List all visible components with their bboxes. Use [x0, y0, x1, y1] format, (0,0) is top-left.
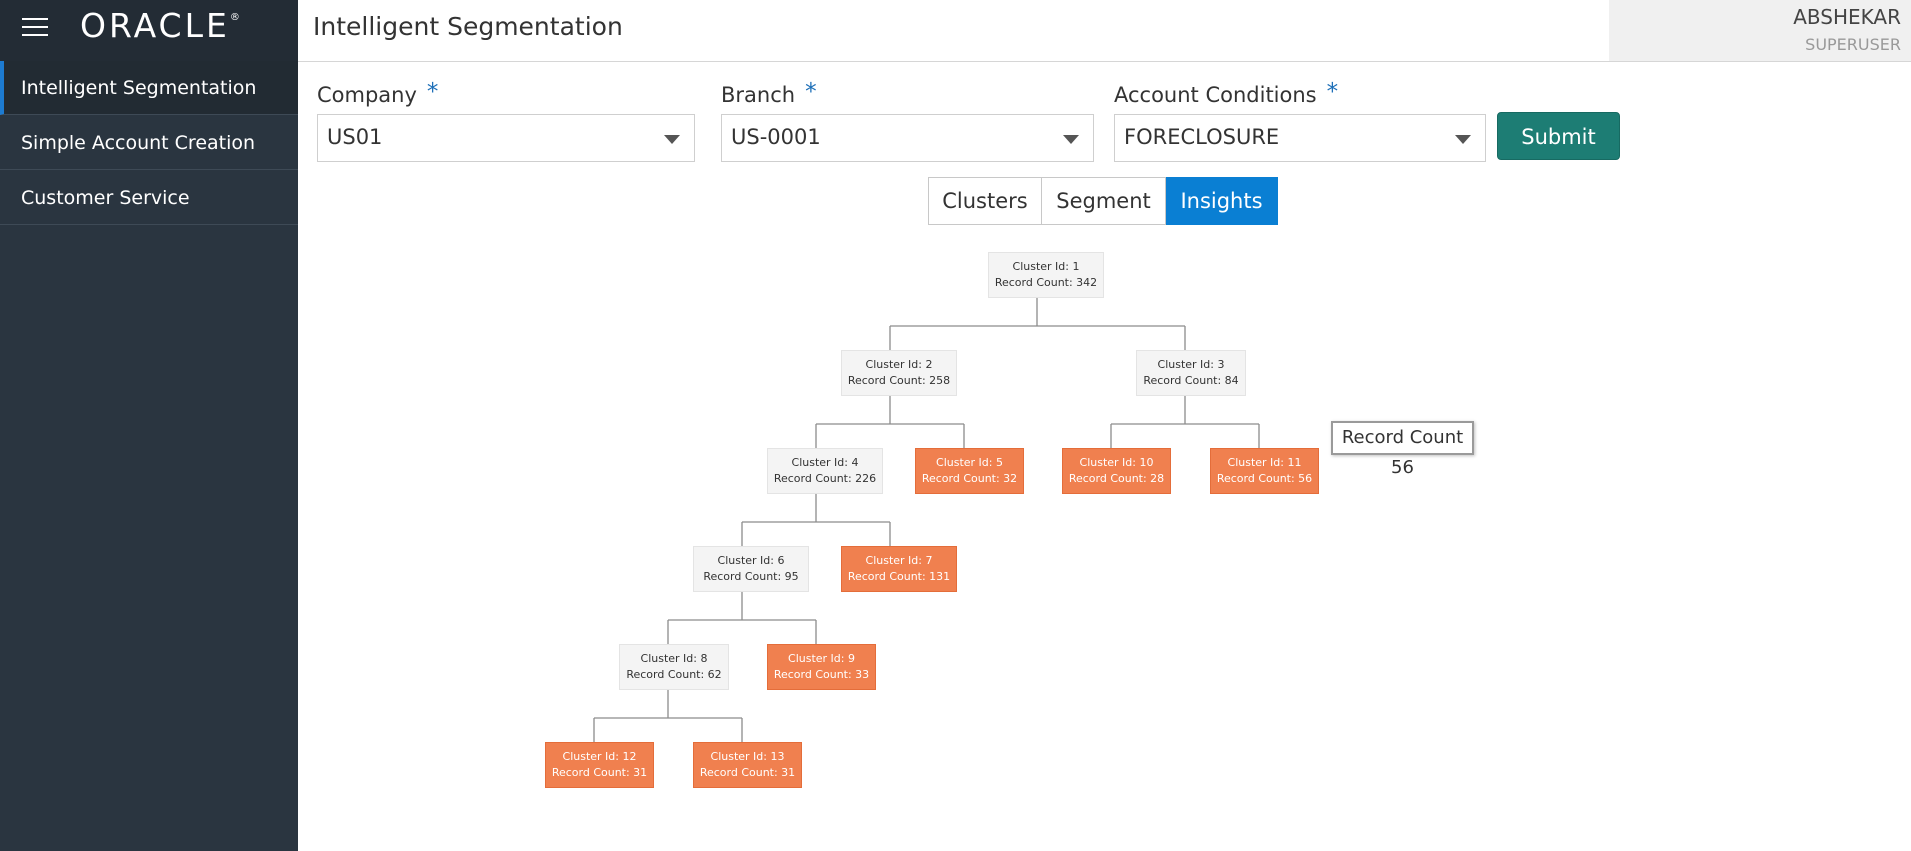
branch-value: US-0001 [731, 125, 821, 149]
cluster-node-4[interactable]: Cluster Id: 4 Record Count: 226 [767, 448, 883, 494]
cluster-id: Cluster Id: 3 [1157, 358, 1225, 371]
branch-select[interactable]: US-0001 [721, 114, 1094, 162]
record-count: Record Count: 226 [773, 472, 877, 485]
cluster-node-11[interactable]: Cluster Id: 11 Record Count: 56 [1210, 448, 1319, 494]
oracle-logo: ORACLE® [80, 6, 240, 45]
sidebar-item-label: Intelligent Segmentation [21, 77, 257, 99]
required-marker: * [1326, 79, 1339, 105]
record-count: Record Count: 31 [699, 766, 796, 779]
record-count: Record Count: 84 [1143, 374, 1239, 387]
cluster-id: Cluster Id: 13 [710, 750, 785, 763]
required-marker: * [805, 79, 817, 105]
company-select[interactable]: US01 [317, 114, 695, 162]
record-count: Record Count: 258 [847, 374, 951, 387]
user-info[interactable]: ABSHEKAR SUPERUSER [1609, 0, 1911, 61]
record-count: Record Count: 33 [773, 668, 870, 681]
record-count: Record Count: 95 [703, 570, 799, 583]
view-tabs: Clusters Segment Insights [928, 177, 1278, 225]
cluster-id: Cluster Id: 10 [1079, 456, 1154, 469]
sidebar-item-intelligent-segmentation[interactable]: Intelligent Segmentation [0, 61, 298, 115]
record-count: Record Count: 28 [1068, 472, 1165, 485]
required-marker: * [426, 79, 439, 105]
record-count-tooltip: Record Count 56 [1331, 421, 1474, 478]
record-count: Record Count: 31 [551, 766, 648, 779]
cluster-node-5[interactable]: Cluster Id: 5 Record Count: 32 [915, 448, 1024, 494]
company-value: US01 [327, 125, 383, 149]
cluster-id: Cluster Id: 4 [791, 456, 859, 469]
record-count: Record Count: 62 [626, 668, 722, 681]
sidebar-item-label: Customer Service [21, 187, 190, 209]
record-count: Record Count: 342 [994, 276, 1098, 289]
chevron-down-icon [1455, 135, 1471, 144]
cluster-id: Cluster Id: 6 [717, 554, 785, 567]
cluster-node-1[interactable]: Cluster Id: 1 Record Count: 342 [988, 252, 1104, 298]
cluster-id: Cluster Id: 2 [865, 358, 933, 371]
record-count: Record Count: 32 [921, 472, 1018, 485]
account-conditions-select[interactable]: FORECLOSURE [1114, 114, 1486, 162]
cluster-node-12[interactable]: Cluster Id: 12 Record Count: 31 [545, 742, 654, 788]
record-count: Record Count: 131 [847, 570, 951, 583]
tab-clusters[interactable]: Clusters [928, 177, 1042, 225]
user-role: SUPERUSER [1805, 35, 1901, 54]
hamburger-icon[interactable] [22, 18, 48, 38]
user-name: ABSHEKAR [1793, 5, 1901, 29]
account-conditions-value: FORECLOSURE [1124, 125, 1280, 149]
cluster-id: Cluster Id: 11 [1227, 456, 1302, 469]
cluster-node-6[interactable]: Cluster Id: 6 Record Count: 95 [693, 546, 809, 592]
cluster-node-8[interactable]: Cluster Id: 8 Record Count: 62 [619, 644, 729, 690]
sidebar-item-label: Simple Account Creation [21, 132, 256, 154]
branch-label: Branch* [721, 79, 817, 107]
cluster-node-9[interactable]: Cluster Id: 9 Record Count: 33 [767, 644, 876, 690]
company-label: Company* [317, 79, 439, 107]
cluster-id: Cluster Id: 7 [865, 554, 933, 567]
chevron-down-icon [664, 135, 680, 144]
page-title: Intelligent Segmentation [313, 12, 623, 41]
cluster-id: Cluster Id: 1 [1012, 260, 1080, 273]
brand-bar: ORACLE® [0, 0, 298, 61]
submit-button[interactable]: Submit [1497, 112, 1620, 160]
chevron-down-icon [1063, 135, 1079, 144]
cluster-node-10[interactable]: Cluster Id: 10 Record Count: 28 [1062, 448, 1171, 494]
header: Intelligent Segmentation ABSHEKAR SUPERU… [298, 0, 1911, 62]
cluster-node-7[interactable]: Cluster Id: 7 Record Count: 131 [841, 546, 957, 592]
cluster-node-13[interactable]: Cluster Id: 13 Record Count: 31 [693, 742, 802, 788]
cluster-id: Cluster Id: 8 [640, 652, 708, 665]
cluster-node-2[interactable]: Cluster Id: 2 Record Count: 258 [841, 350, 957, 396]
tab-insights[interactable]: Insights [1166, 177, 1278, 225]
sidebar-item-customer-service[interactable]: Customer Service [0, 171, 298, 225]
sidebar: ORACLE® Intelligent Segmentation Simple … [0, 0, 298, 851]
sidebar-item-simple-account-creation[interactable]: Simple Account Creation [0, 116, 298, 170]
record-count: Record Count: 56 [1216, 472, 1313, 485]
account-conditions-label: Account Conditions* [1114, 79, 1339, 107]
cluster-id: Cluster Id: 12 [562, 750, 637, 763]
cluster-id: Cluster Id: 9 [788, 652, 855, 665]
tab-segment[interactable]: Segment [1042, 177, 1166, 225]
cluster-node-3[interactable]: Cluster Id: 3 Record Count: 84 [1136, 350, 1246, 396]
cluster-id: Cluster Id: 5 [936, 456, 1003, 469]
